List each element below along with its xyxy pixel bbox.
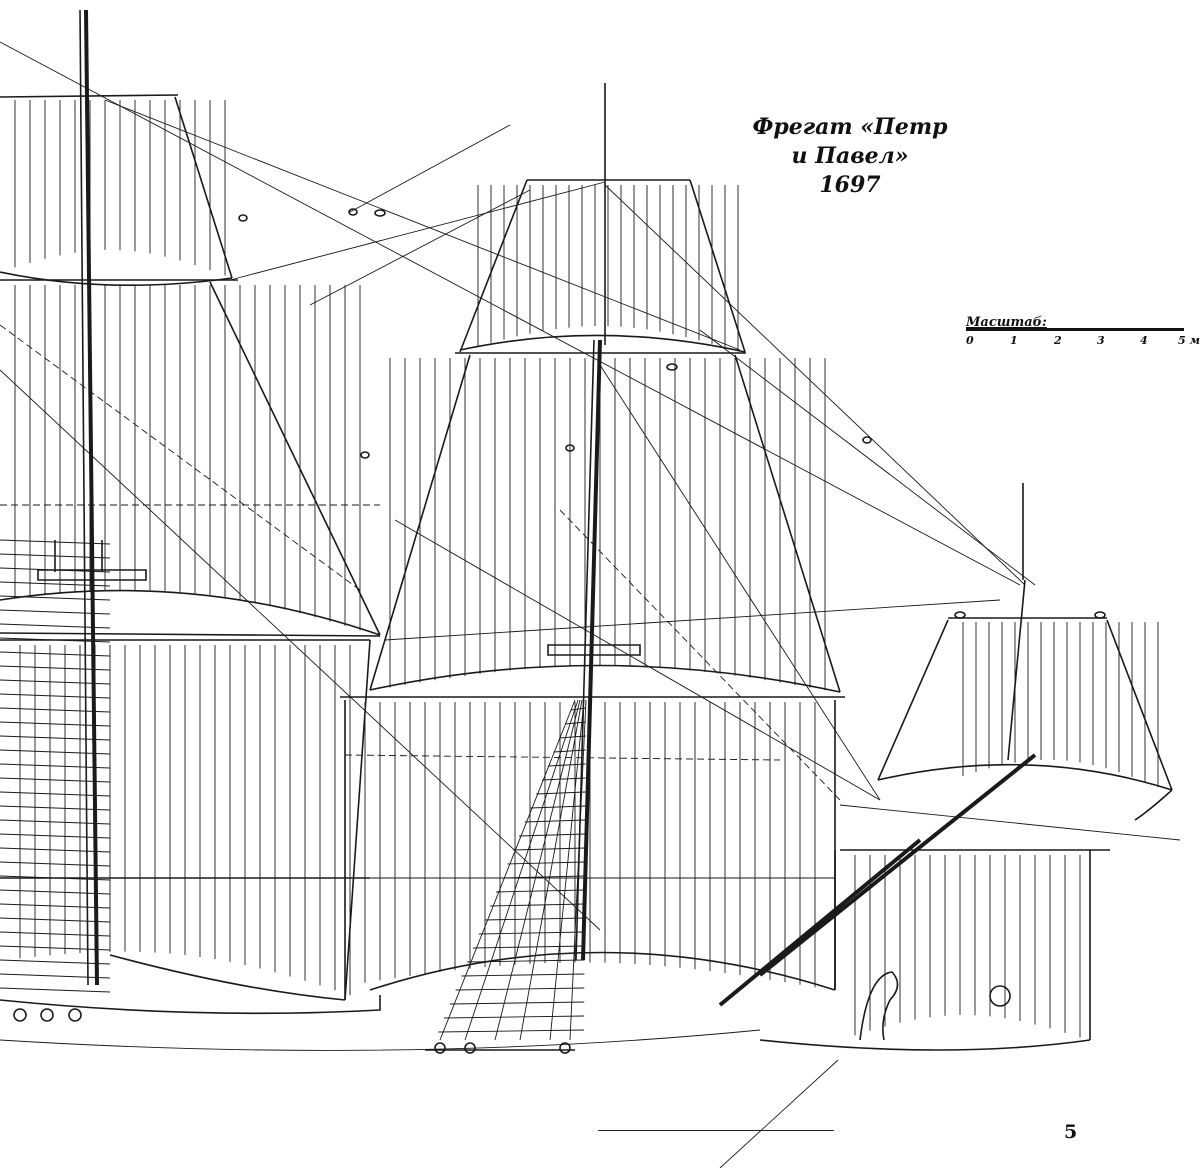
scale-tick: 4: [1140, 334, 1148, 347]
rigging-blocks: [14, 209, 1105, 1053]
sail-seam: [0, 988, 110, 992]
title-ship-name: Фрегат «Петр и Павел»: [752, 114, 948, 169]
sail-seam: [461, 974, 584, 976]
sail-seam: [0, 932, 110, 936]
sail-seam: [0, 918, 110, 922]
sail-seam: [0, 540, 110, 544]
sail-seam: [0, 960, 110, 964]
sail-seam: [496, 890, 585, 892]
scale-label: Масштаб:: [966, 315, 1047, 330]
sail-seam: [0, 638, 110, 642]
scale-bar: [966, 328, 1184, 331]
sail-seam: [0, 848, 110, 852]
sail-seam: [0, 680, 110, 684]
sail-seam: [0, 890, 110, 894]
scale-tick: 0: [966, 334, 974, 347]
sail-seam: [0, 946, 110, 950]
sail-seam: [0, 806, 110, 810]
sail-seam: [0, 596, 110, 600]
sail-seam: [0, 736, 110, 740]
sail-seam: [0, 876, 110, 880]
sail-seam: [0, 750, 110, 754]
sail-seam: [0, 666, 110, 670]
sail-seam: [519, 834, 585, 836]
main-mast: [100, 83, 845, 1050]
sail-seam: [479, 932, 585, 934]
sail-seam: [525, 820, 586, 822]
sail-seam: [0, 862, 110, 866]
sail-seam: [0, 708, 110, 712]
sail-seam: [565, 722, 586, 724]
sail-seam: [0, 764, 110, 768]
sail-seam: [473, 946, 585, 948]
sail-seam: [0, 568, 110, 572]
page-rule: [598, 1130, 834, 1131]
sail-seam: [542, 778, 585, 780]
sail-seam: [0, 624, 110, 628]
scale-tick: 2: [1054, 334, 1062, 347]
sail-seam: [467, 960, 584, 962]
sail-seam: [0, 652, 110, 656]
sail-seam: [0, 582, 110, 586]
sail-seam: [502, 876, 585, 878]
sail-seam: [548, 764, 586, 766]
sail-seam: [531, 806, 586, 808]
sail-seam: [490, 904, 585, 906]
drawing-title: Фрегат «Петр и Павел» 1697: [750, 113, 950, 200]
sail-seam: [450, 1002, 584, 1004]
sail-seam: [0, 974, 110, 978]
sail-seam: [0, 610, 110, 614]
sail-seam: [0, 554, 110, 558]
sail-seam: [0, 792, 110, 796]
sail-seam: [438, 1030, 584, 1032]
page-number: 5: [1064, 1121, 1078, 1143]
sail-seam: [0, 834, 110, 838]
sail-seam: [0, 722, 110, 726]
bowsprit-and-sprit-topmast: [720, 483, 1172, 1050]
sail-seam: [484, 918, 584, 920]
sail-seam: [0, 694, 110, 698]
title-year: 1697: [819, 172, 881, 198]
sail-seam: [0, 820, 110, 824]
sail-seam: [559, 736, 585, 738]
sail-seam: [507, 862, 585, 864]
sail-seam: [536, 792, 585, 794]
scale-bar-legend: Масштаб: 0 1 2 3 4 5 м: [962, 315, 1200, 355]
sail-seam: [571, 708, 586, 710]
scale-tick: 3: [1097, 334, 1105, 347]
scale-tick: 5 м: [1178, 334, 1200, 347]
scale-tick: 1: [1010, 334, 1018, 347]
sail-seam: [0, 904, 110, 908]
sail-seam: [0, 778, 110, 782]
sail-seam: [444, 1016, 584, 1018]
sail-seam: [513, 848, 585, 850]
stays: [0, 42, 1180, 1168]
sail-seam: [554, 750, 586, 752]
sail-seam: [456, 988, 585, 990]
